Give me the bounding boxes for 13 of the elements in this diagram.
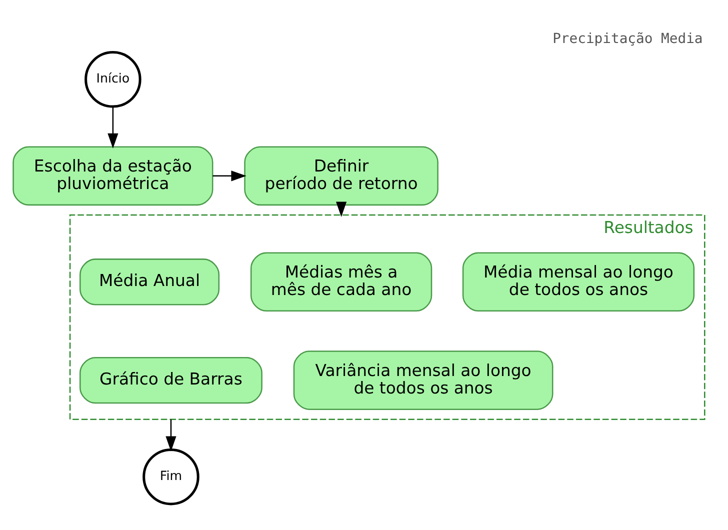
diagram-title: Precipitação Media <box>552 30 703 47</box>
node-box: Média mensal ao longo de todos os anos <box>462 252 695 312</box>
arrow <box>336 201 347 216</box>
node-circle: Início <box>84 50 142 108</box>
node-circle: Fim <box>142 448 200 505</box>
arrow <box>212 170 246 181</box>
node-box: Variância mensal ao longo de todos os anos <box>293 350 554 410</box>
node-box: Escolha da estação pluviométrica <box>12 146 214 206</box>
arrow <box>108 106 118 148</box>
arrow <box>166 418 176 451</box>
node-box: Médias mês a mês de cada ano <box>250 252 432 312</box>
node-box: Média Anual <box>80 258 220 305</box>
node-box: Gráfico de Barras <box>80 356 262 404</box>
